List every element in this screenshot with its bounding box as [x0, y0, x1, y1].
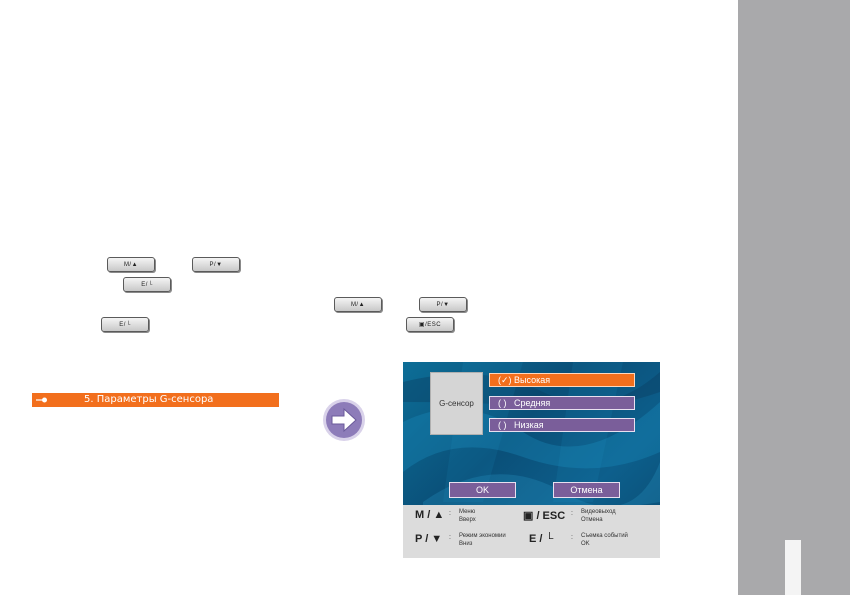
help-colon: : — [571, 534, 573, 541]
ok-button[interactable]: OK — [449, 482, 516, 498]
pin-icon — [36, 397, 47, 403]
cancel-button-label: Отмена — [570, 485, 603, 495]
p-down-key-label: P/▼ — [436, 301, 450, 308]
option-high[interactable]: (✓)Высокая — [489, 373, 635, 387]
help-colon: : — [449, 534, 451, 541]
help-text: Съемка событий — [581, 533, 628, 539]
e-ok-key-label: E/└ — [141, 281, 153, 288]
m-up-key-label: M/▲ — [123, 261, 139, 268]
help-text: OK — [581, 541, 590, 547]
device-screen: G-сенсор (✓)Высокая ( ) Средняя ( ) Низкая… — [403, 362, 660, 558]
page-sidebar — [738, 0, 850, 595]
e-ok-key-2: E/└ — [101, 317, 149, 332]
e-ok-key: E/└ — [123, 277, 171, 292]
option-mark: ( ) — [498, 420, 507, 430]
help-key-esc: ▣ / ESC — [523, 510, 566, 522]
section-heading: 5. Параметры G-сенсора — [32, 393, 279, 407]
option-low[interactable]: ( ) Низкая — [489, 418, 635, 432]
option-medium[interactable]: ( ) Средняя — [489, 396, 635, 410]
help-text: Вниз — [459, 541, 473, 547]
cancel-button[interactable]: Отмена — [553, 482, 620, 498]
section-title: 5. Параметры G-сенсора — [84, 394, 214, 405]
g-sensor-label: G-сенсор — [439, 399, 474, 408]
help-key-power: P / ▼ — [415, 533, 443, 545]
help-colon: : — [571, 510, 573, 517]
option-mark: ( ) — [498, 398, 507, 408]
esc-key-label: ▣/ESC — [418, 322, 442, 328]
m-up-key: M/▲ — [107, 257, 155, 272]
m-up-key-2: M/▲ — [334, 297, 382, 312]
option-label: Средняя — [514, 398, 551, 408]
help-colon: : — [449, 510, 451, 517]
help-text: Отмена — [581, 517, 603, 523]
option-mark: (✓) — [498, 375, 512, 385]
esc-key: ▣/ESC — [406, 317, 454, 332]
option-label: Высокая — [514, 375, 551, 385]
arrow-right-icon — [323, 399, 365, 441]
p-down-key: P/▼ — [192, 257, 240, 272]
e-ok-key-label: E/└ — [119, 321, 131, 328]
ok-button-label: OK — [475, 485, 489, 495]
key-help-panel: M / ▲ : Меню Вверх ▣ / ESC : Видеовыход … — [403, 505, 660, 558]
help-text: Режим экономии — [459, 533, 506, 539]
g-sensor-label-box: G-сенсор — [430, 372, 483, 435]
help-text: Меню — [459, 509, 476, 515]
option-label: Низкая — [514, 420, 544, 430]
page-tab-marker — [785, 540, 801, 595]
p-down-key-2: P/▼ — [419, 297, 467, 312]
p-down-key-label: P/▼ — [209, 261, 223, 268]
help-text: Вверх — [459, 517, 476, 523]
m-up-key-label: M/▲ — [350, 301, 366, 308]
help-key-event: E / └ — [529, 533, 554, 545]
help-text: Видеовыход — [581, 509, 616, 515]
help-key-menu: M / ▲ — [415, 509, 445, 521]
